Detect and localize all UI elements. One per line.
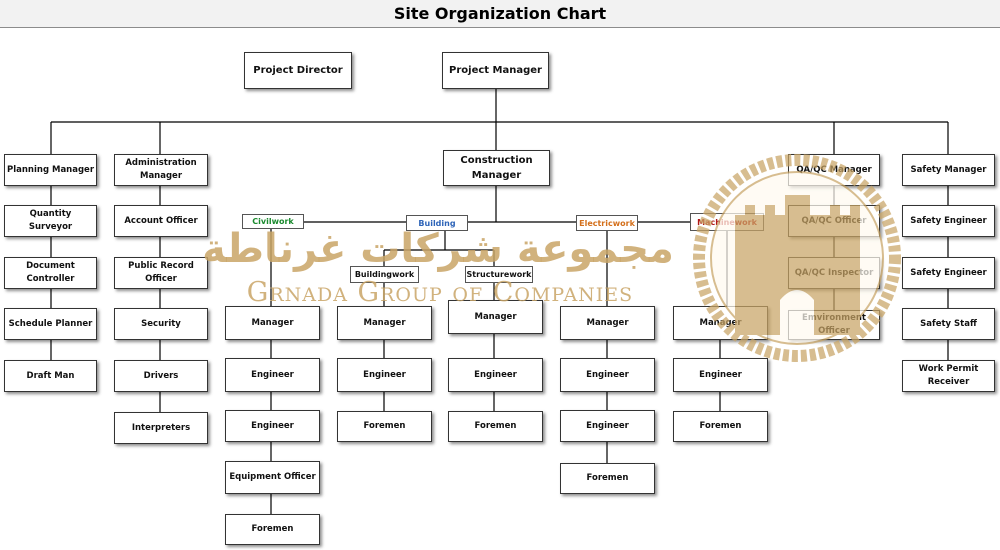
title-bar: Site Organization Chart bbox=[0, 0, 1000, 28]
public-record-officer-box: Public Record Officer bbox=[114, 257, 208, 289]
qaqc-inspector-box: QA/QC Inspector bbox=[788, 257, 880, 289]
environment-officer-box: Emvironment Officer bbox=[788, 310, 880, 340]
structurework-foremen-box: Foremen bbox=[448, 411, 543, 442]
quantity-surveyor-box: Quantity Surveyor bbox=[4, 205, 97, 237]
civil-manager-box: Manager bbox=[225, 306, 320, 340]
machinework-label: Machinework bbox=[690, 213, 764, 231]
page-title: Site Organization Chart bbox=[393, 4, 607, 23]
drivers-box: Drivers bbox=[114, 360, 208, 392]
structurework-manager-box: Manager bbox=[448, 300, 543, 334]
document-controller-box: Document Controller bbox=[4, 257, 97, 289]
safety-staff-box: Safety Staff bbox=[902, 308, 995, 340]
draft-man-box: Draft Man bbox=[4, 360, 97, 392]
electricwork-label: Electricwork bbox=[576, 215, 638, 231]
structurework-engineer-box: Engineer bbox=[448, 358, 543, 392]
machine-foremen-box: Foremen bbox=[673, 411, 768, 442]
structurework-label: Structurework bbox=[465, 266, 533, 283]
administration-manager-box: Administration Manager bbox=[114, 154, 208, 186]
qaqc-manager-box: QA/QC Manager bbox=[788, 154, 880, 186]
qaqc-officer-box: QA/QC Officer bbox=[788, 205, 880, 237]
construction-manager-box: Construction Manager bbox=[443, 150, 550, 186]
buildingwork-foremen-box: Foremen bbox=[337, 411, 432, 442]
buildingwork-manager-box: Manager bbox=[337, 306, 432, 340]
electric-engineer-box: Engineer bbox=[560, 410, 655, 442]
civil-engineer-box: Engineer bbox=[225, 410, 320, 442]
buildingwork-label: Buildingwork bbox=[350, 266, 419, 283]
electric-engineer-box: Engineer bbox=[560, 358, 655, 392]
security-box: Security bbox=[114, 308, 208, 340]
safety-manager-box: Safety Manager bbox=[902, 154, 995, 186]
work-permit-receiver-box: Work Permit Receiver bbox=[902, 360, 995, 392]
electric-manager-box: Manager bbox=[560, 306, 655, 340]
safety-engineer-box: Safety Engineer bbox=[902, 257, 995, 289]
planning-manager-box: Planning Manager bbox=[4, 154, 97, 186]
civil-engineer-box: Engineer bbox=[225, 358, 320, 392]
safety-engineer-box: Safety Engineer bbox=[902, 205, 995, 237]
account-officer-box: Account Officer bbox=[114, 205, 208, 237]
schedule-planner-box: Schedule Planner bbox=[4, 308, 97, 340]
machine-engineer-box: Engineer bbox=[673, 358, 768, 392]
machine-manager-box: Manager bbox=[673, 306, 768, 340]
civilwork-label: Civilwork bbox=[242, 214, 304, 229]
project-director-box: Project Director bbox=[244, 52, 352, 89]
project-manager-box: Project Manager bbox=[442, 52, 549, 89]
buildingwork-engineer-box: Engineer bbox=[337, 358, 432, 392]
electric-foremen-box: Foremen bbox=[560, 463, 655, 494]
civil-foremen-box: Foremen bbox=[225, 514, 320, 545]
equipment-officer-box: Equipment Officer bbox=[225, 461, 320, 494]
interpreters-box: Interpreters bbox=[114, 412, 208, 444]
building-label: Building bbox=[406, 215, 468, 231]
